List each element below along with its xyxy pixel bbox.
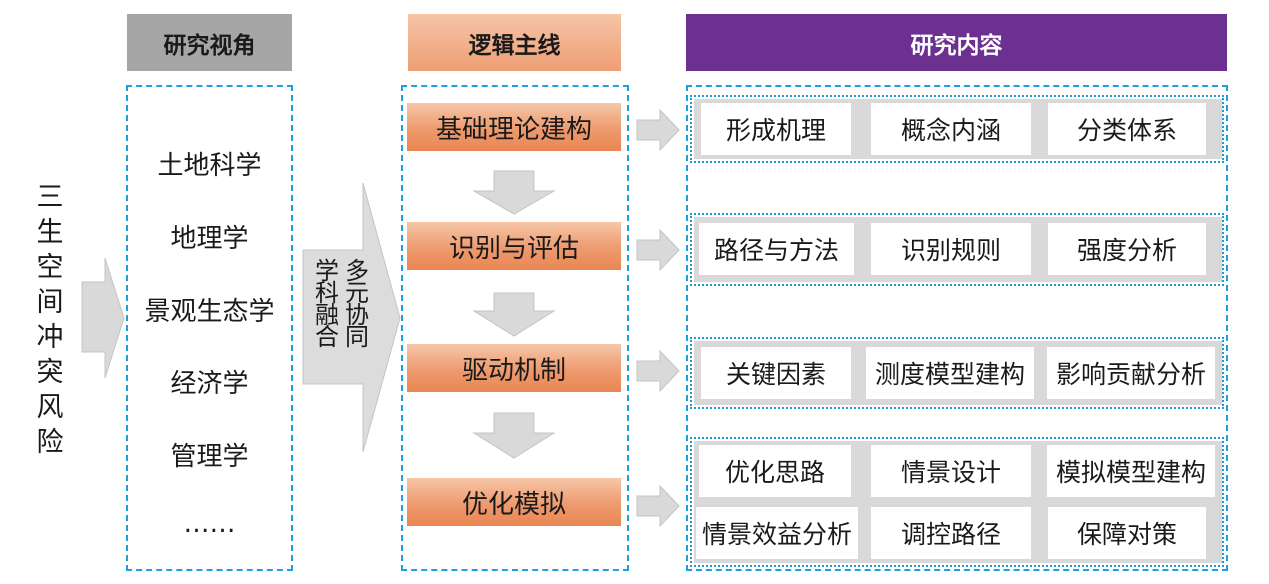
content-cell: 分类体系 <box>1048 103 1206 155</box>
content-group-3 <box>690 337 1224 409</box>
content-group-1-bg: 形成机理 概念内涵 分类体系 <box>694 99 1222 159</box>
arrow-down-2 <box>472 292 556 337</box>
content-cell: 情景设计 <box>871 445 1031 497</box>
content-cell: 调控路径 <box>871 507 1031 559</box>
logic-step-driver: 驱动机制 <box>407 344 621 392</box>
content-cell: 关键因素 <box>701 347 851 399</box>
discipline-item: 地理学 <box>170 223 249 254</box>
content-header: 研究内容 <box>686 14 1227 71</box>
logic-header: 逻辑主线 <box>408 14 621 71</box>
content-cell: 概念内涵 <box>871 103 1031 155</box>
content-cell: 测度模型建构 <box>866 347 1034 399</box>
integration-label-char: 学 <box>315 257 339 285</box>
content-group-4 <box>690 437 1224 567</box>
content-group-2-bg: 路径与方法 识别规则 强度分析 <box>694 217 1222 282</box>
integration-label-char: 科 <box>315 279 339 307</box>
content-cell: 影响贡献分析 <box>1047 347 1215 399</box>
arrow-down-1 <box>472 170 556 215</box>
arrow-down-3 <box>472 412 556 459</box>
content-cell: 强度分析 <box>1048 223 1206 275</box>
integration-label-char: 同 <box>345 323 369 351</box>
subject-label-char: 冲 <box>36 322 64 353</box>
arrow-right-3 <box>636 349 680 393</box>
perspective-header: 研究视角 <box>127 14 292 71</box>
arrow-right-1 <box>636 108 680 152</box>
subject-label-char: 间 <box>36 287 64 318</box>
subject-label-char: 风 <box>36 392 64 423</box>
content-box-container <box>686 85 1228 571</box>
subject-label-char: 突 <box>36 357 64 388</box>
integration-label-char: 协 <box>345 301 369 329</box>
arrow-subject-to-perspective <box>81 257 125 379</box>
discipline-item: …… <box>183 509 236 540</box>
content-group-3-bg: 关键因素 测度模型建构 影响贡献分析 <box>694 341 1222 405</box>
subject-label-char: 险 <box>36 427 64 458</box>
integration-label-char: 元 <box>345 279 369 307</box>
integration-label-char: 多 <box>345 257 369 285</box>
arrow-right-2 <box>636 228 680 272</box>
integration-label-char: 合 <box>315 323 339 351</box>
content-cell: 保障对策 <box>1048 507 1206 559</box>
discipline-item: 景观生态学 <box>144 296 275 327</box>
subject-label-char: 空 <box>36 252 64 283</box>
content-cell: 识别规则 <box>871 223 1031 275</box>
content-cell: 模拟模型建构 <box>1047 445 1215 497</box>
discipline-item: 管理学 <box>170 442 249 473</box>
logic-box-container <box>401 85 629 571</box>
content-cell: 情景效益分析 <box>696 507 858 559</box>
subject-label-char: 三 <box>36 182 64 213</box>
logic-step-theory: 基础理论建构 <box>407 103 621 151</box>
integration-label-col2: 学科融合 <box>314 257 340 351</box>
content-group-4-bg: 优化思路 情景设计 模拟模型建构 情景效益分析 调控路径 保障对策 <box>694 441 1222 563</box>
logic-step-identify: 识别与评估 <box>407 222 621 270</box>
discipline-item: 经济学 <box>170 369 249 400</box>
subject-label-char: 生 <box>36 217 64 248</box>
subject-label: 三生空间冲突风险 <box>32 180 68 460</box>
arrow-right-4 <box>636 484 680 528</box>
integration-label-char: 融 <box>315 301 339 329</box>
logic-step-optimize: 优化模拟 <box>407 478 621 526</box>
content-group-1 <box>690 95 1224 163</box>
content-cell: 优化思路 <box>699 445 851 497</box>
discipline-item: 土地科学 <box>157 150 262 181</box>
content-cell: 形成机理 <box>701 103 851 155</box>
integration-label-col1: 多元协同 <box>344 257 370 351</box>
arrow-integration <box>302 182 401 453</box>
content-group-2 <box>690 213 1224 286</box>
content-cell: 路径与方法 <box>699 223 854 275</box>
perspective-box: 土地科学地理学景观生态学经济学管理学 …… <box>126 85 293 571</box>
